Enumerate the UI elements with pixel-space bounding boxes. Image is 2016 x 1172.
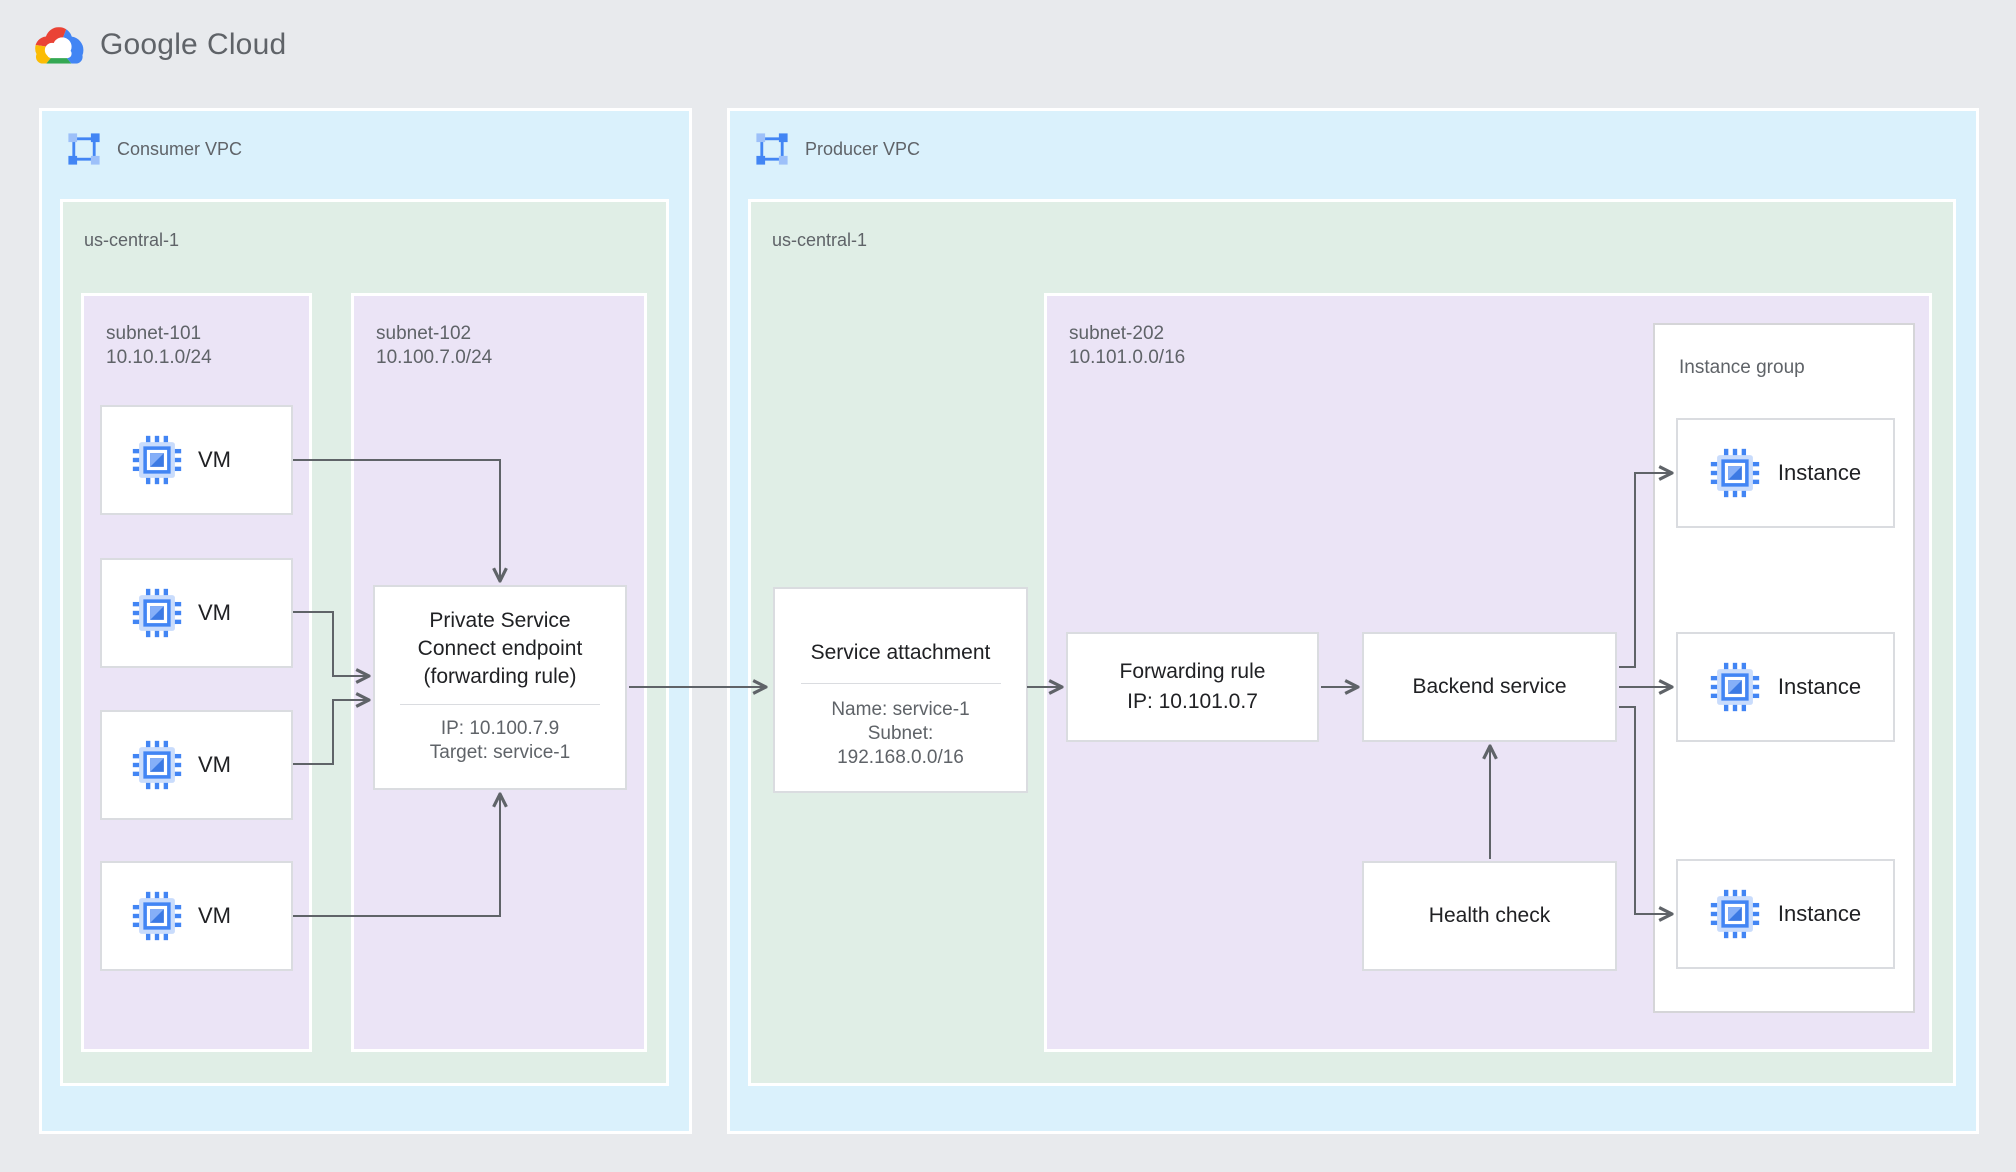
- consumer-vpc-container: Consumer VPC us-central-1 subnet-101 10.…: [39, 108, 692, 1134]
- subnet-202: subnet-202 10.101.0.0/16 Forwarding rule…: [1044, 293, 1932, 1052]
- google-cloud-logo-icon: [30, 22, 86, 68]
- producer-vpc-container: Producer VPC us-central-1 Service attach…: [727, 108, 1979, 1134]
- vm-label: VM: [198, 903, 231, 928]
- psc-endpoint-card: Private Service Connect endpoint (forwar…: [373, 585, 627, 790]
- subnet-202-cidr: 10.101.0.0/16: [1069, 347, 1186, 368]
- compute-engine-icon: [132, 891, 182, 941]
- vm-card-4: VM: [100, 861, 293, 971]
- vm-card-3: VM: [100, 710, 293, 820]
- instance-card-2: Instance: [1676, 632, 1895, 742]
- instance-card-1: Instance: [1676, 418, 1895, 528]
- vm-card-2: VM: [100, 558, 293, 668]
- compute-engine-icon: [1710, 889, 1760, 939]
- consumer-vpc-label: Consumer VPC: [117, 138, 243, 159]
- subnet-101-name: subnet-101: [106, 323, 202, 344]
- producer-vpc-header: Producer VPC: [754, 131, 920, 167]
- google-cloud-logo: Google Cloud: [30, 22, 286, 68]
- consumer-vpc-header: Consumer VPC: [66, 131, 242, 167]
- service-attachment-subnet-cidr: 192.168.0.0/16: [837, 747, 964, 768]
- subnet-101-label: subnet-101 10.10.1.0/24: [106, 322, 212, 370]
- instance-label: Instance: [1777, 901, 1862, 926]
- vm-card-1: VM: [100, 405, 293, 515]
- producer-region-label: us-central-1: [772, 230, 868, 250]
- psc-endpoint-title-line2: Connect endpoint: [417, 637, 583, 660]
- subnet-101-cidr: 10.10.1.0/24: [106, 347, 212, 368]
- consumer-region: us-central-1 subnet-101 10.10.1.0/24 VM …: [60, 199, 669, 1086]
- backend-service-card: Backend service: [1362, 632, 1617, 742]
- instance-group-label: Instance group: [1679, 357, 1805, 378]
- producer-vpc-label: Producer VPC: [805, 138, 921, 159]
- vm-label: VM: [198, 447, 231, 472]
- compute-engine-icon: [132, 740, 182, 790]
- forwarding-rule-title: Forwarding rule: [1119, 660, 1266, 683]
- subnet-101: subnet-101 10.10.1.0/24 VM VM VM V: [81, 293, 312, 1052]
- vm-label: VM: [198, 600, 231, 625]
- subnet-102: subnet-102 10.100.7.0/24 Private Service…: [351, 293, 647, 1052]
- instance-card-3: Instance: [1676, 859, 1895, 969]
- health-check-title: Health check: [1428, 904, 1551, 927]
- subnet-102-cidr: 10.100.7.0/24: [376, 347, 493, 368]
- psc-endpoint-title-line3: (forwarding rule): [423, 665, 577, 688]
- vpc-network-icon: [66, 131, 102, 167]
- consumer-region-label: us-central-1: [84, 230, 180, 250]
- subnet-102-label: subnet-102 10.100.7.0/24: [376, 322, 492, 370]
- compute-engine-icon: [1710, 662, 1760, 712]
- psc-endpoint-target: Target: service-1: [429, 742, 571, 763]
- producer-region: us-central-1 Service attachment Name: se…: [748, 199, 1956, 1086]
- service-attachment-name: Name: service-1: [831, 699, 970, 720]
- divider: [400, 704, 600, 705]
- divider: [800, 683, 1001, 684]
- subnet-102-name: subnet-102: [376, 323, 472, 344]
- subnet-202-name: subnet-202: [1069, 323, 1165, 344]
- logo-cloud-text: Cloud: [206, 28, 287, 61]
- service-attachment-title: Service attachment: [810, 641, 991, 664]
- forwarding-rule-ip: IP: 10.101.0.7: [1127, 690, 1258, 713]
- health-check-card: Health check: [1362, 861, 1617, 971]
- instance-label: Instance: [1777, 460, 1862, 485]
- forwarding-rule-card: Forwarding rule IP: 10.101.0.7: [1066, 632, 1319, 742]
- subnet-202-label: subnet-202 10.101.0.0/16: [1069, 322, 1185, 370]
- compute-engine-icon: [132, 588, 182, 638]
- instance-label: Instance: [1777, 674, 1862, 699]
- vm-label: VM: [198, 752, 231, 777]
- google-cloud-wordmark: Google Cloud: [100, 28, 286, 62]
- psc-endpoint-ip: IP: 10.100.7.9: [440, 718, 560, 739]
- logo-google-text: Google: [100, 28, 198, 61]
- compute-engine-icon: [1710, 448, 1760, 498]
- backend-service-title: Backend service: [1412, 675, 1567, 698]
- psc-endpoint-title-line1: Private Service: [429, 609, 571, 632]
- vpc-network-icon: [754, 131, 790, 167]
- instance-group-card: Instance group Instance Instance Instanc…: [1653, 323, 1915, 1013]
- compute-engine-icon: [132, 435, 182, 485]
- service-attachment-card: Service attachment Name: service-1 Subne…: [773, 587, 1028, 793]
- service-attachment-subnet-label: Subnet:: [867, 723, 934, 744]
